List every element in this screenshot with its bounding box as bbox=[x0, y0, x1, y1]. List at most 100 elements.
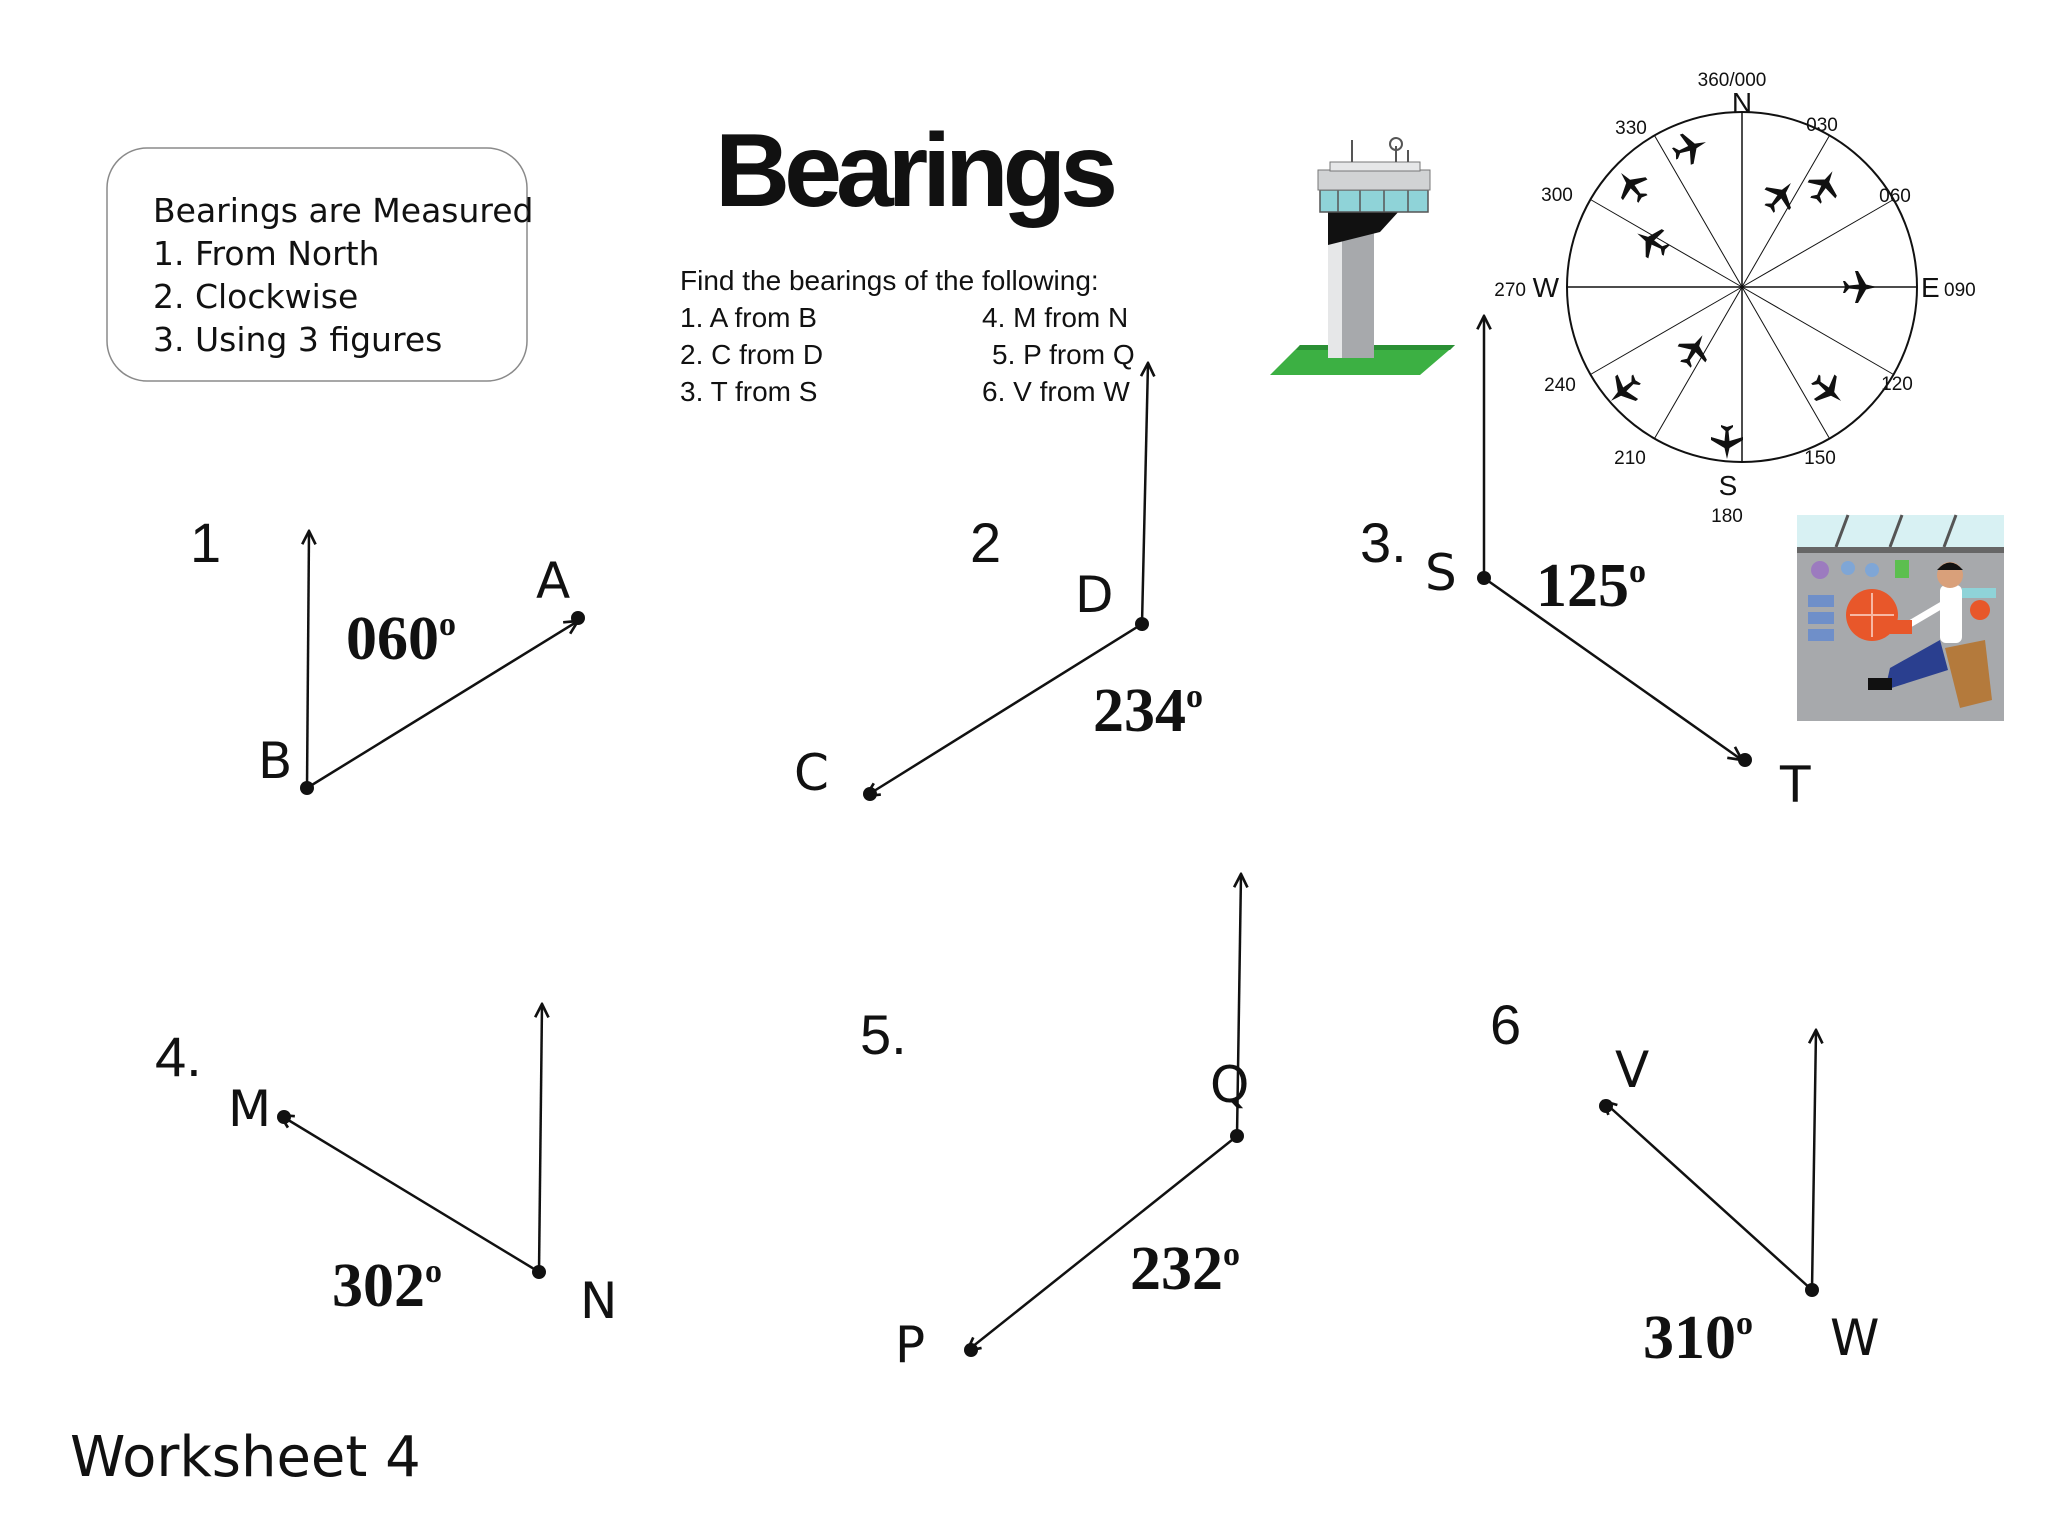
compass-label-000: 360/000 bbox=[1698, 70, 1767, 91]
bearing-value: 234o bbox=[1093, 677, 1203, 745]
rules-item: 2. Clockwise bbox=[153, 277, 358, 316]
bearing-line bbox=[1603, 1101, 1813, 1291]
point-dot bbox=[1599, 1099, 1613, 1113]
diagram-4: 4. N M 302o bbox=[155, 1004, 617, 1330]
compass-label-180: 180 bbox=[1711, 506, 1743, 527]
airplane-icon bbox=[1711, 425, 1743, 459]
diagram-number: 3. bbox=[1360, 511, 1407, 574]
compass-label-060: 060 bbox=[1879, 186, 1911, 207]
compass-label-270: 270 bbox=[1494, 280, 1526, 301]
bearing-line bbox=[866, 622, 1143, 796]
rules-item: 1. From North bbox=[153, 234, 380, 273]
point-label-from: B bbox=[258, 732, 292, 790]
point-dot bbox=[300, 781, 314, 795]
north-line bbox=[1142, 363, 1148, 625]
rules-box-frame bbox=[106, 147, 528, 382]
compass-label-210: 210 bbox=[1614, 448, 1646, 469]
bearing-value: 232o bbox=[1130, 1235, 1240, 1303]
bearing-line bbox=[1483, 576, 1742, 760]
compass-west: W bbox=[1533, 272, 1560, 303]
compass-north: N bbox=[1732, 87, 1752, 118]
point-dot bbox=[964, 1343, 978, 1357]
compass-label-150: 150 bbox=[1804, 448, 1836, 469]
point-dot bbox=[277, 1110, 291, 1124]
question-5: 5. P from Q bbox=[992, 339, 1135, 370]
diagram-number: 1 bbox=[190, 511, 221, 574]
diagram-3: 3. S T 125o bbox=[1360, 316, 1811, 814]
compass-label-300: 300 bbox=[1541, 185, 1573, 206]
point-label-to: P bbox=[895, 1316, 925, 1374]
compass-label-120: 120 bbox=[1881, 374, 1913, 395]
bearing-line bbox=[280, 1115, 540, 1274]
question-3: 3. T from S bbox=[680, 376, 817, 407]
bearing-line bbox=[306, 621, 578, 790]
diagram-number: 2 bbox=[970, 511, 1001, 574]
north-line bbox=[539, 1004, 542, 1273]
compass-spoke bbox=[1741, 135, 1830, 288]
compass-label-030: 030 bbox=[1806, 115, 1838, 136]
bearing-value: 060o bbox=[346, 605, 456, 673]
question-2: 2. C from D bbox=[680, 339, 823, 370]
point-label-to: C bbox=[794, 744, 829, 802]
point-label-from: S bbox=[1425, 544, 1457, 602]
diagram-5: 5. Q P 232o bbox=[860, 874, 1249, 1374]
compass-spoke bbox=[1654, 135, 1743, 288]
diagram-number: 4. bbox=[155, 1025, 202, 1088]
air-traffic-controller-icon bbox=[1797, 514, 2004, 721]
north-line bbox=[307, 531, 309, 789]
point-label-to: M bbox=[228, 1080, 271, 1138]
compass-spokes bbox=[1590, 135, 1894, 439]
point-dot bbox=[1738, 753, 1752, 767]
bearing-value: 302o bbox=[332, 1252, 442, 1320]
compass-spoke bbox=[1590, 199, 1743, 288]
diagram-number: 5. bbox=[860, 1003, 907, 1066]
point-label-to: T bbox=[1779, 756, 1811, 814]
rules-box: Bearings are Measured 1. From North 2. C… bbox=[106, 147, 534, 382]
point-dot bbox=[1135, 617, 1149, 631]
compass-spoke bbox=[1741, 286, 1830, 439]
compass-spoke bbox=[1741, 286, 1894, 375]
question-6: 6. V from W bbox=[982, 376, 1130, 407]
airplane-icon bbox=[1804, 366, 1852, 414]
worksheet-footer: Worksheet 4 bbox=[70, 1425, 421, 1490]
point-label-to: A bbox=[536, 552, 570, 610]
point-label-from: D bbox=[1075, 566, 1114, 624]
diagram-6: 6 W V 310o bbox=[1490, 993, 1879, 1372]
airplane-icon bbox=[1668, 127, 1712, 169]
bearing-value: 310o bbox=[1643, 1304, 1753, 1372]
compass-label-240: 240 bbox=[1544, 375, 1576, 396]
compass-spoke bbox=[1654, 286, 1743, 439]
question-1: 1. A from B bbox=[680, 302, 817, 333]
bearing-line bbox=[967, 1135, 1238, 1351]
north-line bbox=[1237, 874, 1241, 1137]
point-dot bbox=[1805, 1283, 1819, 1297]
rules-heading: Bearings are Measured bbox=[153, 191, 534, 230]
compass-south: S bbox=[1719, 470, 1738, 501]
page-title: Bearings bbox=[715, 113, 1114, 229]
task-prompt: Find the bearings of the following: bbox=[680, 265, 1099, 296]
airplane-icon bbox=[1608, 162, 1656, 210]
point-dot bbox=[863, 787, 877, 801]
bearing-value: 125o bbox=[1536, 552, 1646, 620]
airplane-icon bbox=[1801, 163, 1847, 209]
point-dot bbox=[1477, 571, 1491, 585]
task-block: Find the bearings of the following: 1. A… bbox=[680, 265, 1135, 407]
compass-spoke bbox=[1590, 286, 1743, 375]
control-tower-icon bbox=[1270, 137, 1455, 375]
bearing-diagrams: 1 B A 060o 2 D C 234o 3. S bbox=[155, 316, 1879, 1374]
point-label-from: N bbox=[580, 1272, 617, 1330]
compass-rose: N S E W 360/000 030 060 090 120 150 180 … bbox=[1494, 70, 1975, 527]
airplane-icon bbox=[1600, 366, 1648, 414]
point-label-from: Q bbox=[1210, 1056, 1249, 1114]
question-4: 4. M from N bbox=[982, 302, 1128, 333]
airplane-icon bbox=[1756, 172, 1804, 220]
north-line bbox=[1812, 1030, 1816, 1291]
point-dot bbox=[571, 611, 585, 625]
compass-east: E bbox=[1921, 272, 1940, 303]
compass-spoke bbox=[1741, 199, 1894, 288]
point-label-to: V bbox=[1615, 1041, 1649, 1099]
point-dot bbox=[1230, 1129, 1244, 1143]
compass-label-330: 330 bbox=[1615, 118, 1647, 139]
